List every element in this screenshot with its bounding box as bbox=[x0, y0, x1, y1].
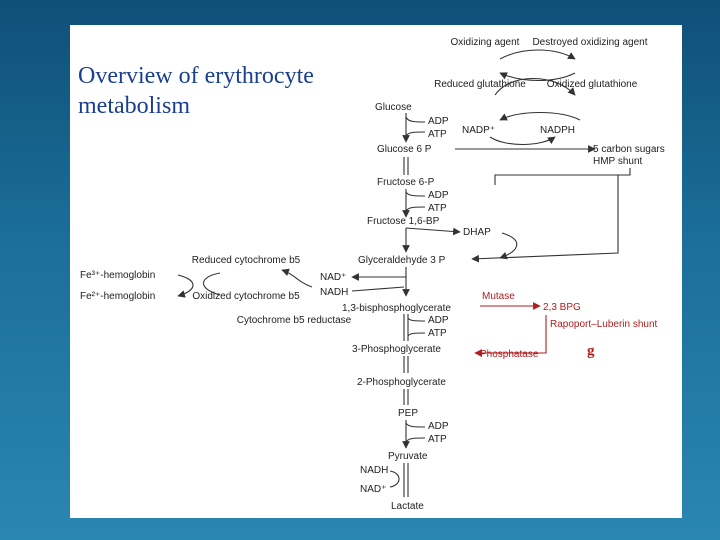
arrow-phosphatase bbox=[474, 315, 547, 357]
arrow-glutathione-regen bbox=[499, 72, 576, 81]
label-hmp-shunt: HMP shunt bbox=[593, 156, 643, 167]
label-atp-4: ATP bbox=[428, 434, 447, 445]
label-reduced-glutathione: Reduced glutathione bbox=[434, 79, 526, 90]
arrow-oxidizing bbox=[499, 49, 576, 60]
label-nadp-plus: NADP⁺ bbox=[462, 125, 495, 136]
arrow-gssg-reduction bbox=[499, 111, 581, 121]
label-pep: PEP bbox=[398, 408, 418, 419]
label-fe2-hemoglobin: Fe²⁺-hemoglobin bbox=[80, 291, 155, 302]
label-oxidizing-agent-1: Oxidizing agent bbox=[451, 37, 520, 48]
label-oxidized-cyt-b5: Oxidized cytochrome b5 bbox=[192, 291, 300, 302]
label-2-pg: 2-Phosphoglycerate bbox=[357, 377, 446, 388]
label-23-bpg: 2,3 BPG bbox=[543, 302, 581, 313]
label-nad-plus-1: NAD⁺ bbox=[320, 272, 346, 283]
label-nadh-2: NADH bbox=[360, 465, 388, 476]
arc-adp-4 bbox=[405, 422, 426, 428]
arc-atp-3 bbox=[407, 332, 426, 337]
label-pyruvate: Pyruvate bbox=[388, 451, 428, 462]
arrow-hb-reduction bbox=[177, 274, 194, 298]
label-nadph: NADPH bbox=[540, 125, 575, 136]
arrow-dhap-to-g3p bbox=[499, 232, 518, 260]
label-fe3-hemoglobin: Fe³⁺-hemoglobin bbox=[80, 270, 155, 281]
label-adp-2: ADP bbox=[428, 190, 449, 201]
arrow-cyt-b5-reduction bbox=[281, 268, 313, 288]
line-hmp-return bbox=[494, 168, 631, 185]
label-13-bpg: 1,3-bisphosphoglycerate bbox=[342, 303, 451, 314]
label-adp-1: ADP bbox=[428, 116, 449, 127]
arc-adp-2 bbox=[405, 191, 426, 197]
label-atp-2: ATP bbox=[428, 203, 447, 214]
arrow-f16bp-to-dhap bbox=[405, 227, 461, 236]
slide-title: Overview of erythrocyte metabolism bbox=[78, 63, 314, 119]
arc-atp-1 bbox=[405, 131, 426, 137]
arrow-gsh-oxidation bbox=[494, 78, 576, 96]
label-adp-3: ADP bbox=[428, 315, 449, 326]
arrow-nadp-to-nadph bbox=[489, 136, 556, 145]
metabolism-diagram: Oxidizing agent Destroyed oxidizing agen… bbox=[80, 37, 665, 512]
label-adp-4: ADP bbox=[428, 421, 449, 432]
label-glyceraldehyde-3p: Glyceraldehyde 3 P bbox=[358, 255, 446, 266]
arc-cyt-b5-cycle bbox=[202, 272, 221, 296]
label-g-mark: g bbox=[587, 343, 595, 359]
label-oxidized-glutathione: Oxidized glutathione bbox=[547, 79, 638, 90]
arc-nadh-lactate bbox=[389, 470, 400, 488]
arc-adp-1 bbox=[405, 116, 426, 123]
label-atp-3: ATP bbox=[428, 328, 447, 339]
label-nad-plus-2: NAD⁺ bbox=[360, 484, 386, 495]
label-nadh-1: NADH bbox=[320, 287, 348, 298]
slide: Overview of erythrocyte metabolism Oxidi… bbox=[70, 25, 682, 518]
arrow-hmp-to-g3p bbox=[471, 175, 619, 263]
label-reduced-cyt-b5: Reduced cytochrome b5 bbox=[192, 255, 301, 266]
arc-atp-4 bbox=[405, 437, 426, 443]
label-phosphatase: Phosphatase bbox=[480, 349, 539, 360]
label-five-carbon-sugars: 5 carbon sugars bbox=[593, 144, 665, 155]
label-dhap: DHAP bbox=[463, 227, 491, 238]
label-destroyed-oxidizing-agent-1: Destroyed oxidizing agent bbox=[532, 37, 647, 48]
label-glucose-6p: Glucose 6 P bbox=[377, 144, 432, 155]
label-lactate: Lactate bbox=[391, 501, 424, 512]
label-3-pg: 3-Phosphoglycerate bbox=[352, 344, 441, 355]
arc-adp-3 bbox=[407, 317, 426, 322]
label-glucose: Glucose bbox=[375, 102, 412, 113]
label-fructose-6p: Fructose 6-P bbox=[377, 177, 435, 188]
label-atp-1: ATP bbox=[428, 129, 447, 140]
line-nadh-return bbox=[351, 286, 405, 292]
label-cyt-b5-reductase: Cytochrome b5 reductase bbox=[237, 315, 352, 326]
label-mutase: Mutase bbox=[482, 291, 515, 302]
label-fructose-16bp: Fructose 1,6-BP bbox=[367, 216, 440, 227]
label-rapoport-1: Rapoport–Luberin shunt bbox=[550, 319, 658, 330]
arc-atp-2 bbox=[405, 206, 426, 212]
